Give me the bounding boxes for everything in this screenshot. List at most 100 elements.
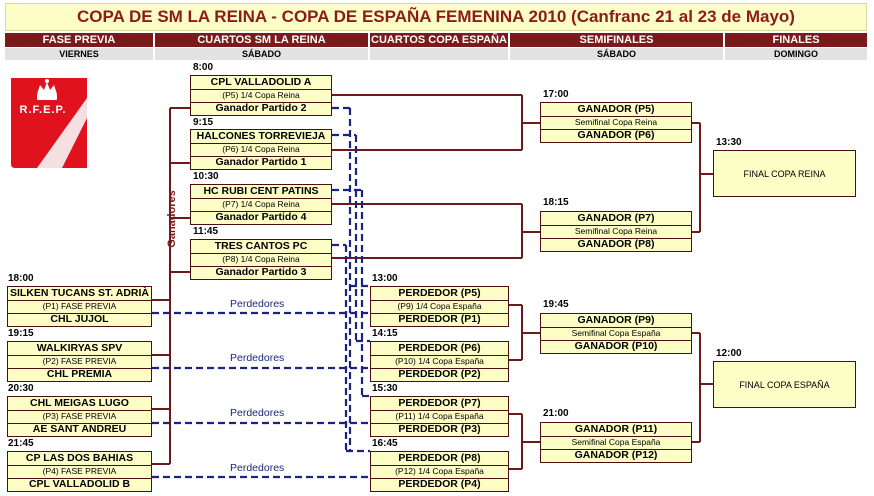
team-2: Ganador Partido 3 bbox=[215, 266, 307, 278]
match-box-p11: PERDEDOR (P7) (P11) 1/4 Copa España PERD… bbox=[370, 396, 509, 437]
losers-label-3: Perdedores bbox=[230, 407, 285, 419]
team-1: TRES CANTOS PC bbox=[191, 240, 331, 254]
team-1: CPL VALLADOLID A bbox=[191, 76, 331, 90]
team-1: HC RUBI CENT PATINS bbox=[191, 185, 331, 199]
match-label: Semifinal Copa Reina bbox=[541, 225, 691, 239]
match-box-p8: TRES CANTOS PC (P8) 1/4 Copa Reina Ganad… bbox=[190, 239, 332, 280]
column-header-fase-previa: FASE PREVIA bbox=[5, 33, 153, 47]
team-1: WALKIRYAS SPV bbox=[8, 342, 151, 356]
match-label: (P4) FASE PREVIA bbox=[8, 465, 151, 479]
final-box-reina: FINAL COPA REINA bbox=[713, 150, 856, 197]
semi-time-2: 18:15 bbox=[543, 197, 569, 208]
match-time-p11: 15:30 bbox=[372, 383, 398, 394]
match-label: (P6) 1/4 Copa Reina bbox=[191, 143, 331, 157]
column-header-semifinales: SEMIFINALES bbox=[510, 33, 723, 47]
day-label-empty bbox=[370, 48, 508, 60]
match-time-p1: 18:00 bbox=[8, 273, 34, 284]
logo-text: R.F.E.P. bbox=[19, 104, 67, 116]
semi-box-espana-2: GANADOR (P11) Semifinal Copa España GANA… bbox=[540, 422, 692, 463]
match-label: (P3) FASE PREVIA bbox=[8, 410, 151, 424]
team-1: CHL MEIGAS LUGO bbox=[8, 397, 151, 411]
winners-label: Ganadores bbox=[166, 190, 178, 248]
match-time-p3: 20:30 bbox=[8, 383, 34, 394]
team-1: PERDEDOR (P8) bbox=[371, 452, 508, 466]
team-1: GANADOR (P11) bbox=[541, 423, 691, 437]
semi-time-4: 21:00 bbox=[543, 408, 569, 419]
day-label-sabado-semis: SÁBADO bbox=[510, 48, 723, 60]
day-label-viernes: VIERNES bbox=[5, 48, 153, 60]
team-2: PERDEDOR (P1) bbox=[398, 313, 481, 325]
team-1: PERDEDOR (P5) bbox=[371, 287, 508, 301]
team-2: GANADOR (P6) bbox=[577, 129, 655, 141]
match-box-p10: PERDEDOR (P6) (P10) 1/4 Copa España PERD… bbox=[370, 341, 509, 382]
rfep-logo: R.F.E.P. bbox=[7, 78, 91, 168]
match-time-p12: 16:45 bbox=[372, 438, 398, 449]
team-2: PERDEDOR (P3) bbox=[398, 423, 481, 435]
match-box-p6: HALCONES TORREVIEJA (P6) 1/4 Copa Reina … bbox=[190, 129, 332, 170]
match-box-p12: PERDEDOR (P8) (P12) 1/4 Copa España PERD… bbox=[370, 451, 509, 492]
match-label: (P8) 1/4 Copa Reina bbox=[191, 253, 331, 267]
losers-label-2: Perdedores bbox=[230, 352, 285, 364]
final-box-espana: FINAL COPA ESPAÑA bbox=[713, 361, 856, 408]
team-2: CPL VALLADOLID B bbox=[28, 478, 131, 490]
team-2: AE SANT ANDREU bbox=[32, 423, 127, 435]
match-label: Semifinal Copa Reina bbox=[541, 116, 691, 130]
page-title: COPA DE SM LA REINA - COPA DE ESPAÑA FEM… bbox=[5, 3, 867, 31]
semi-box-espana-1: GANADOR (P9) Semifinal Copa España GANAD… bbox=[540, 313, 692, 354]
match-box-p4: CP LAS DOS BAHIAS (P4) FASE PREVIA CPL V… bbox=[7, 451, 152, 492]
losers-label-4: Perdedores bbox=[230, 462, 285, 474]
team-2: PERDEDOR (P2) bbox=[398, 368, 481, 380]
team-2: PERDEDOR (P4) bbox=[398, 478, 481, 490]
match-label: (P5) 1/4 Copa Reina bbox=[191, 89, 331, 103]
team-1: GANADOR (P5) bbox=[541, 103, 691, 117]
team-1: GANADOR (P7) bbox=[541, 212, 691, 226]
match-label: (P9) 1/4 Copa España bbox=[371, 300, 508, 314]
team-2: Ganador Partido 1 bbox=[215, 156, 307, 168]
match-box-p7: HC RUBI CENT PATINS (P7) 1/4 Copa Reina … bbox=[190, 184, 332, 225]
match-label: (P7) 1/4 Copa Reina bbox=[191, 198, 331, 212]
column-header-finales: FINALES bbox=[725, 33, 867, 47]
match-time-p6: 9:15 bbox=[193, 117, 214, 128]
team-2: CHL JUJOL bbox=[50, 313, 109, 325]
day-label-domingo: DOMINGO bbox=[725, 48, 867, 60]
semi-time-1: 17:00 bbox=[543, 89, 569, 100]
match-box-p5: CPL VALLADOLID A (P5) 1/4 Copa Reina Gan… bbox=[190, 75, 332, 116]
match-label: Semifinal Copa España bbox=[541, 327, 691, 341]
match-time-p9: 13:00 bbox=[372, 273, 398, 284]
team-1: GANADOR (P9) bbox=[541, 314, 691, 328]
team-1: CP LAS DOS BAHIAS bbox=[8, 452, 151, 466]
semi-time-3: 19:45 bbox=[543, 299, 569, 310]
final-time-reina: 13:30 bbox=[716, 137, 742, 148]
column-header-cuartos-reina: CUARTOS SM LA REINA bbox=[155, 33, 368, 47]
match-label: (P2) FASE PREVIA bbox=[8, 355, 151, 369]
team-2: GANADOR (P10) bbox=[574, 340, 658, 352]
match-box-p9: PERDEDOR (P5) (P9) 1/4 Copa España PERDE… bbox=[370, 286, 509, 327]
match-time-p10: 14:15 bbox=[372, 328, 398, 339]
match-box-p2: WALKIRYAS SPV (P2) FASE PREVIA CHL PREMI… bbox=[7, 341, 152, 382]
final-time-espana: 12:00 bbox=[716, 348, 742, 359]
column-header-cuartos-espana: CUARTOS COPA ESPAÑA bbox=[370, 33, 508, 47]
semi-box-reina-1: GANADOR (P5) Semifinal Copa Reina GANADO… bbox=[540, 102, 692, 143]
match-box-p3: CHL MEIGAS LUGO (P3) FASE PREVIA AE SANT… bbox=[7, 396, 152, 437]
match-time-p7: 10:30 bbox=[193, 171, 219, 182]
match-time-p8: 11:45 bbox=[193, 226, 219, 237]
match-box-p1: SILKEN TUCANS ST. ADRIÀ (P1) FASE PREVIA… bbox=[7, 286, 152, 327]
team-1: HALCONES TORREVIEJA bbox=[191, 130, 331, 144]
losers-label-1: Perdedores bbox=[230, 298, 285, 310]
team-2: Ganador Partido 2 bbox=[215, 102, 307, 114]
semi-box-reina-2: GANADOR (P7) Semifinal Copa Reina GANADO… bbox=[540, 211, 692, 252]
team-2: Ganador Partido 4 bbox=[215, 211, 307, 223]
match-label: (P1) FASE PREVIA bbox=[8, 300, 151, 314]
team-2: GANADOR (P12) bbox=[574, 449, 658, 461]
match-label: Semifinal Copa España bbox=[541, 436, 691, 450]
match-time-p4: 21:45 bbox=[8, 438, 34, 449]
day-label-sabado: SÁBADO bbox=[155, 48, 368, 60]
match-label: (P10) 1/4 Copa España bbox=[371, 355, 508, 369]
team-1: PERDEDOR (P7) bbox=[371, 397, 508, 411]
match-time-p2: 19:15 bbox=[8, 328, 34, 339]
match-label: (P11) 1/4 Copa España bbox=[371, 410, 508, 424]
team-1: SILKEN TUCANS ST. ADRIÀ bbox=[8, 287, 151, 301]
team-2: CHL PREMIA bbox=[46, 368, 113, 380]
team-2: GANADOR (P8) bbox=[577, 238, 655, 250]
